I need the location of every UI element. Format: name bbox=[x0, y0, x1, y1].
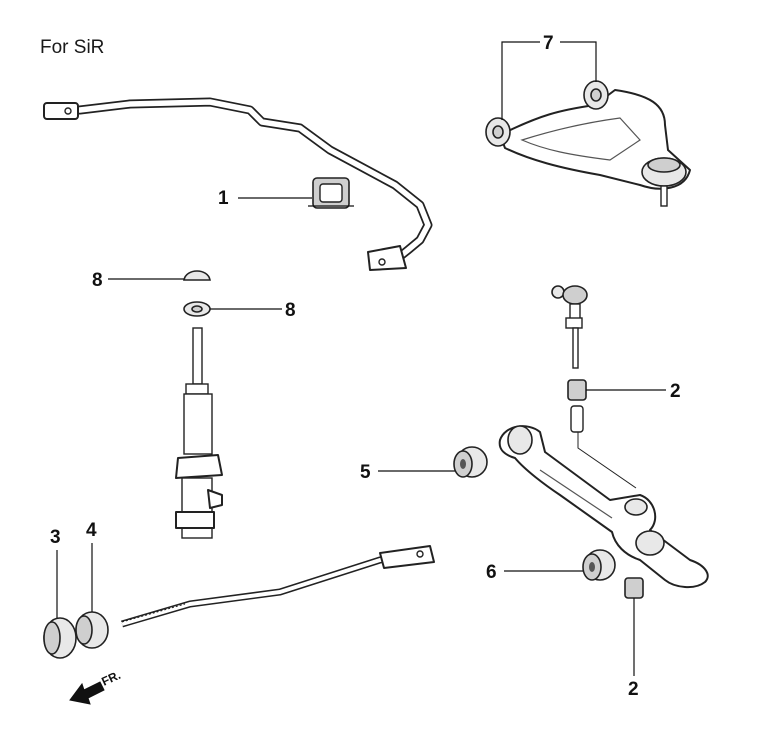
callout-6: 6 bbox=[486, 562, 583, 583]
lower-arm-bushing-front bbox=[453, 446, 488, 478]
shock-absorber bbox=[175, 327, 223, 539]
callout-number: 8 bbox=[285, 300, 296, 321]
front-direction-arrow-icon: FR. bbox=[69, 668, 123, 705]
radius-rod-bushing-a bbox=[43, 617, 77, 659]
radius-rod-bushing-b bbox=[75, 611, 109, 649]
strut-mount-upper bbox=[183, 270, 211, 281]
callout-3: 3 bbox=[50, 527, 61, 618]
callout-8-upper: 8 bbox=[92, 270, 184, 291]
callout-4: 4 bbox=[86, 520, 97, 612]
callout-1: 1 bbox=[218, 188, 312, 209]
callout-number: 3 bbox=[50, 527, 61, 548]
upper-control-arm bbox=[485, 80, 691, 207]
stabilizer-bar bbox=[43, 97, 433, 271]
diagram-title: For SiR bbox=[40, 37, 104, 58]
radius-rod bbox=[121, 545, 435, 628]
callout-number: 5 bbox=[360, 462, 371, 483]
direction-label: FR. bbox=[99, 668, 122, 689]
stabilizer-bushing bbox=[308, 177, 354, 209]
callout-number: 2 bbox=[628, 679, 639, 700]
callout-number: 1 bbox=[218, 188, 229, 209]
link-bushing-lower: 2 bbox=[624, 577, 644, 700]
lower-control-arm bbox=[498, 425, 709, 588]
strut-mount-lower bbox=[183, 301, 211, 317]
callout-number: 4 bbox=[86, 520, 97, 541]
assembly-guide-line bbox=[577, 432, 637, 489]
callout-5: 5 bbox=[360, 462, 455, 483]
callout-7: 7 bbox=[501, 33, 597, 120]
callout-number: 2 bbox=[670, 381, 681, 402]
callout-number: 7 bbox=[543, 33, 554, 54]
lower-arm-bushing-rear bbox=[582, 549, 616, 581]
stabilizer-link bbox=[551, 285, 588, 369]
link-bushing-upper: 2 bbox=[567, 379, 681, 433]
callout-number: 6 bbox=[486, 562, 497, 583]
callout-8-lower: 8 bbox=[210, 300, 296, 321]
callout-number: 8 bbox=[92, 270, 103, 291]
